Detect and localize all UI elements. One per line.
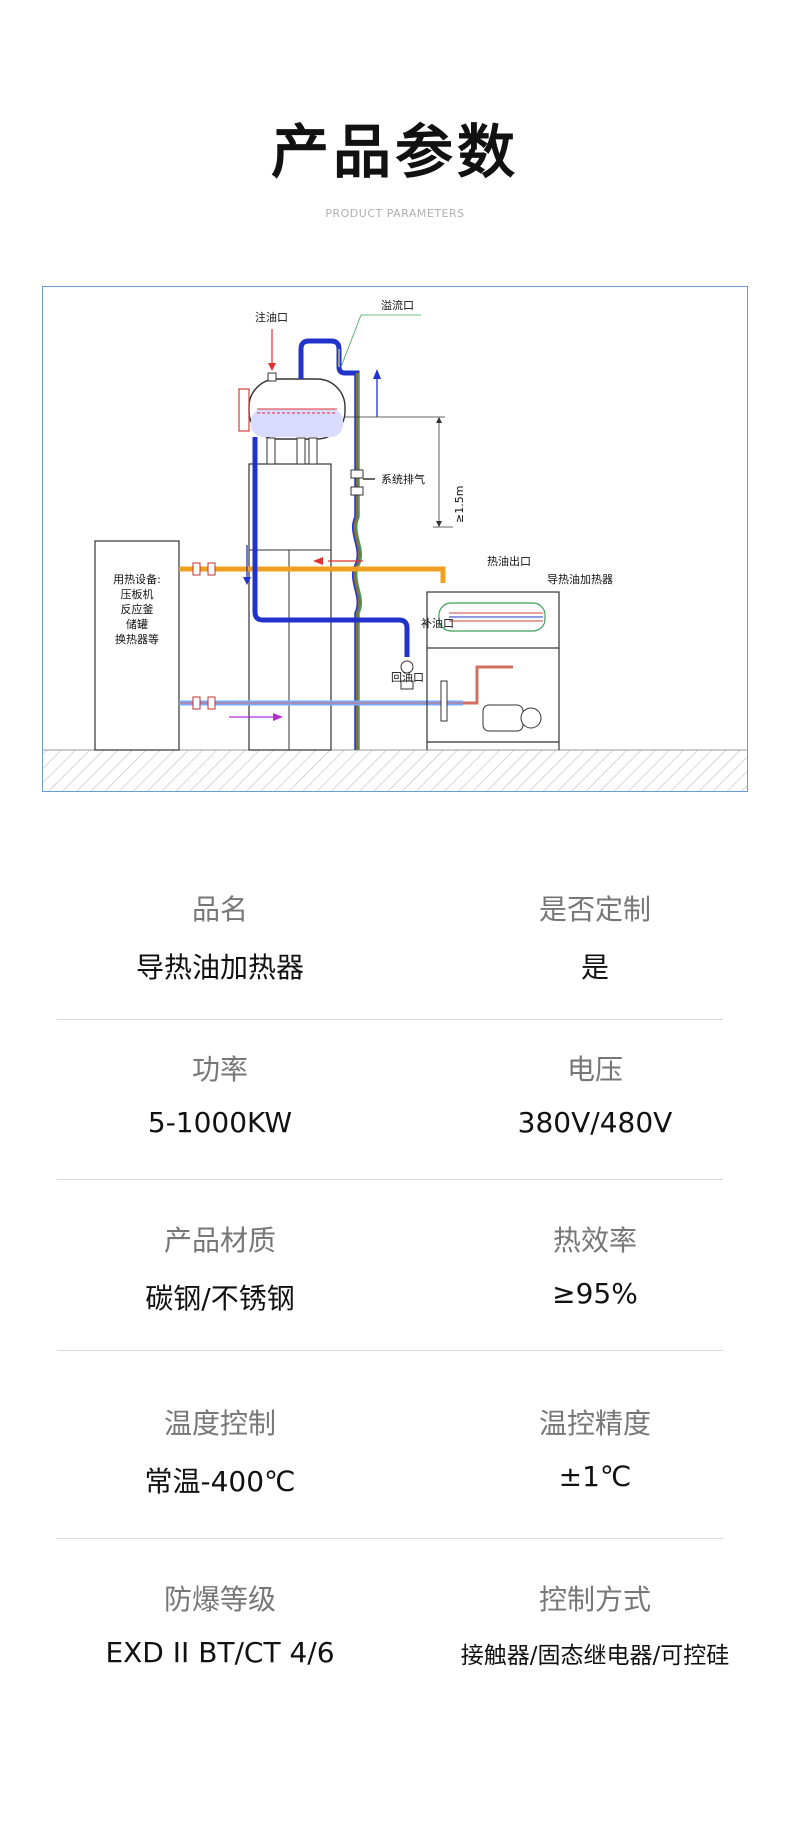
param-value: 5-1000KW <box>147 1106 293 1139</box>
param-efficiency: 热效率 ≥95% <box>415 1219 775 1310</box>
param-value: ±1℃ <box>558 1460 632 1493</box>
param-product-name: 品名 导热油加热器 <box>40 888 400 986</box>
label-equipment-2: 压板机 <box>121 587 154 601</box>
user-equipment-box <box>94 540 180 751</box>
param-key: 品名 <box>191 893 248 926</box>
label-return-port: 回油口 <box>391 670 424 684</box>
param-value: ≥95% <box>552 1277 638 1310</box>
param-key: 温度控制 <box>163 1407 276 1440</box>
param-value: 常温-400℃ <box>144 1465 296 1498</box>
param-key: 电压 <box>566 1053 623 1086</box>
param-value: 接触器/固态继电器/可控硅 <box>460 1643 730 1669</box>
param-key: 控制方式 <box>538 1583 651 1616</box>
divider <box>57 1538 723 1539</box>
param-value: EXD II BT/CT 4/6 <box>105 1636 335 1669</box>
label-overflow-port: 溢流口 <box>381 298 414 312</box>
label-equipment-4: 储罐 <box>126 617 148 631</box>
param-value: 碳钢/不锈钢 <box>145 1282 295 1315</box>
param-control-method: 控制方式 接触器/固态继电器/可控硅 <box>415 1578 775 1670</box>
system-diagram: 注油口 溢流口 系统排气 ≥1.5m 热油出口 导热油加热器 补油口 回油口 用… <box>42 286 748 792</box>
divider <box>57 1179 723 1180</box>
param-key: 是否定制 <box>538 893 651 926</box>
tank-stand <box>248 463 332 751</box>
param-key: 防爆等级 <box>163 1583 276 1616</box>
label-fill-port: 注油口 <box>255 310 288 324</box>
label-equipment-5: 换热器等 <box>115 632 159 646</box>
label-height: ≥1.5m <box>453 486 466 523</box>
param-value: 是 <box>580 951 609 984</box>
page-title: 产品参数 <box>270 118 519 186</box>
param-power: 功率 5-1000KW <box>40 1048 400 1139</box>
param-explosion-proof: 防爆等级 EXD II BT/CT 4/6 <box>40 1578 400 1669</box>
param-key: 功率 <box>191 1053 248 1086</box>
param-voltage: 电压 380V/480V <box>415 1048 775 1139</box>
label-oil-outlet: 热油出口 <box>487 554 531 568</box>
param-customizable: 是否定制 是 <box>415 888 775 986</box>
param-key: 产品材质 <box>163 1224 276 1257</box>
label-heater: 导热油加热器 <box>547 572 613 586</box>
param-key: 热效率 <box>552 1224 637 1257</box>
label-equipment-1: 用热设备: <box>113 572 161 586</box>
ground-hatch <box>43 750 747 791</box>
param-temperature-accuracy: 温控精度 ±1℃ <box>415 1402 775 1493</box>
label-equipment-3: 反应釜 <box>121 602 154 616</box>
system-diagram-drawing: 注油口 溢流口 系统排气 ≥1.5m 热油出口 导热油加热器 补油口 回油口 用… <box>43 298 747 791</box>
param-value: 380V/480V <box>517 1106 673 1139</box>
param-material: 产品材质 碳钢/不锈钢 <box>40 1219 400 1317</box>
divider <box>57 1350 723 1351</box>
heater-skid <box>426 591 560 750</box>
page-subtitle: PRODUCT PARAMETERS <box>325 207 465 220</box>
param-key: 温控精度 <box>538 1407 651 1440</box>
label-makeup-port: 补油口 <box>421 616 454 630</box>
param-temperature-control: 温度控制 常温-400℃ <box>40 1402 400 1500</box>
param-value: 导热油加热器 <box>135 951 304 984</box>
divider <box>57 1019 723 1020</box>
expansion-tank <box>238 372 346 465</box>
label-system-vent: 系统排气 <box>381 472 425 486</box>
